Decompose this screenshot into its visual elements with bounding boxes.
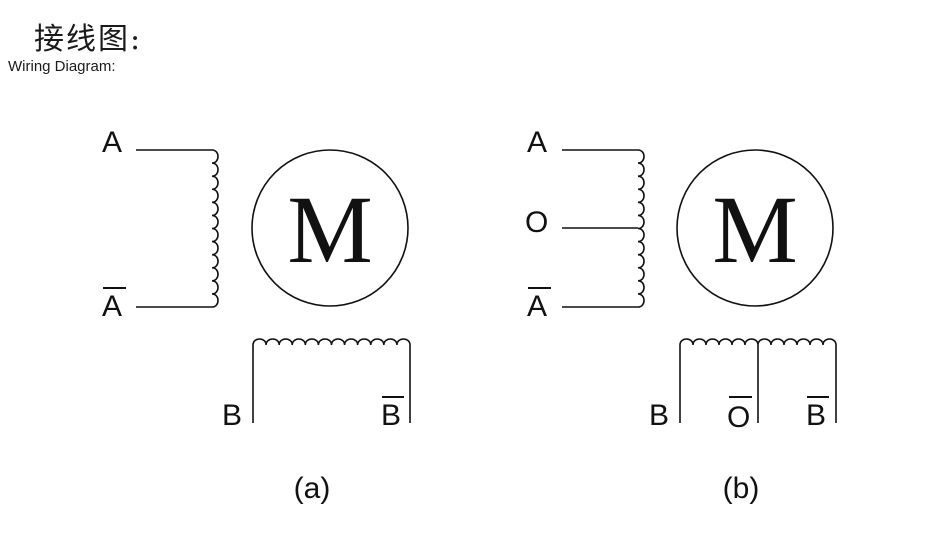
coil-b-horizontal bbox=[252, 338, 411, 346]
label-b-bar: B bbox=[806, 399, 826, 432]
diagram-b: A O A M B O B (b) bbox=[525, 126, 837, 505]
coil-b-horizontal bbox=[679, 338, 837, 346]
coil-a-vertical bbox=[211, 149, 219, 308]
motor-label-a: M bbox=[287, 176, 372, 283]
label-o: O bbox=[525, 206, 548, 239]
label-b: B bbox=[649, 399, 669, 432]
diagram-a: A A M B B (a) bbox=[102, 126, 411, 505]
motor-circle-a bbox=[251, 149, 409, 307]
label-a: A bbox=[527, 126, 547, 159]
caption-b: (b) bbox=[723, 472, 760, 505]
label-o-bar: O bbox=[727, 401, 750, 434]
coil-a-vertical bbox=[637, 149, 645, 308]
label-b-bar: B bbox=[381, 399, 401, 432]
title-chinese: 接线图: bbox=[34, 22, 143, 57]
motor-circle-b bbox=[676, 149, 834, 307]
title-english: Wiring Diagram: bbox=[8, 58, 116, 75]
label-b: B bbox=[222, 399, 242, 432]
label-a-bar: A bbox=[102, 290, 122, 323]
label-a: A bbox=[102, 126, 122, 159]
caption-a: (a) bbox=[294, 472, 331, 505]
label-a-bar: A bbox=[527, 290, 547, 323]
motor-label-b: M bbox=[712, 176, 797, 283]
